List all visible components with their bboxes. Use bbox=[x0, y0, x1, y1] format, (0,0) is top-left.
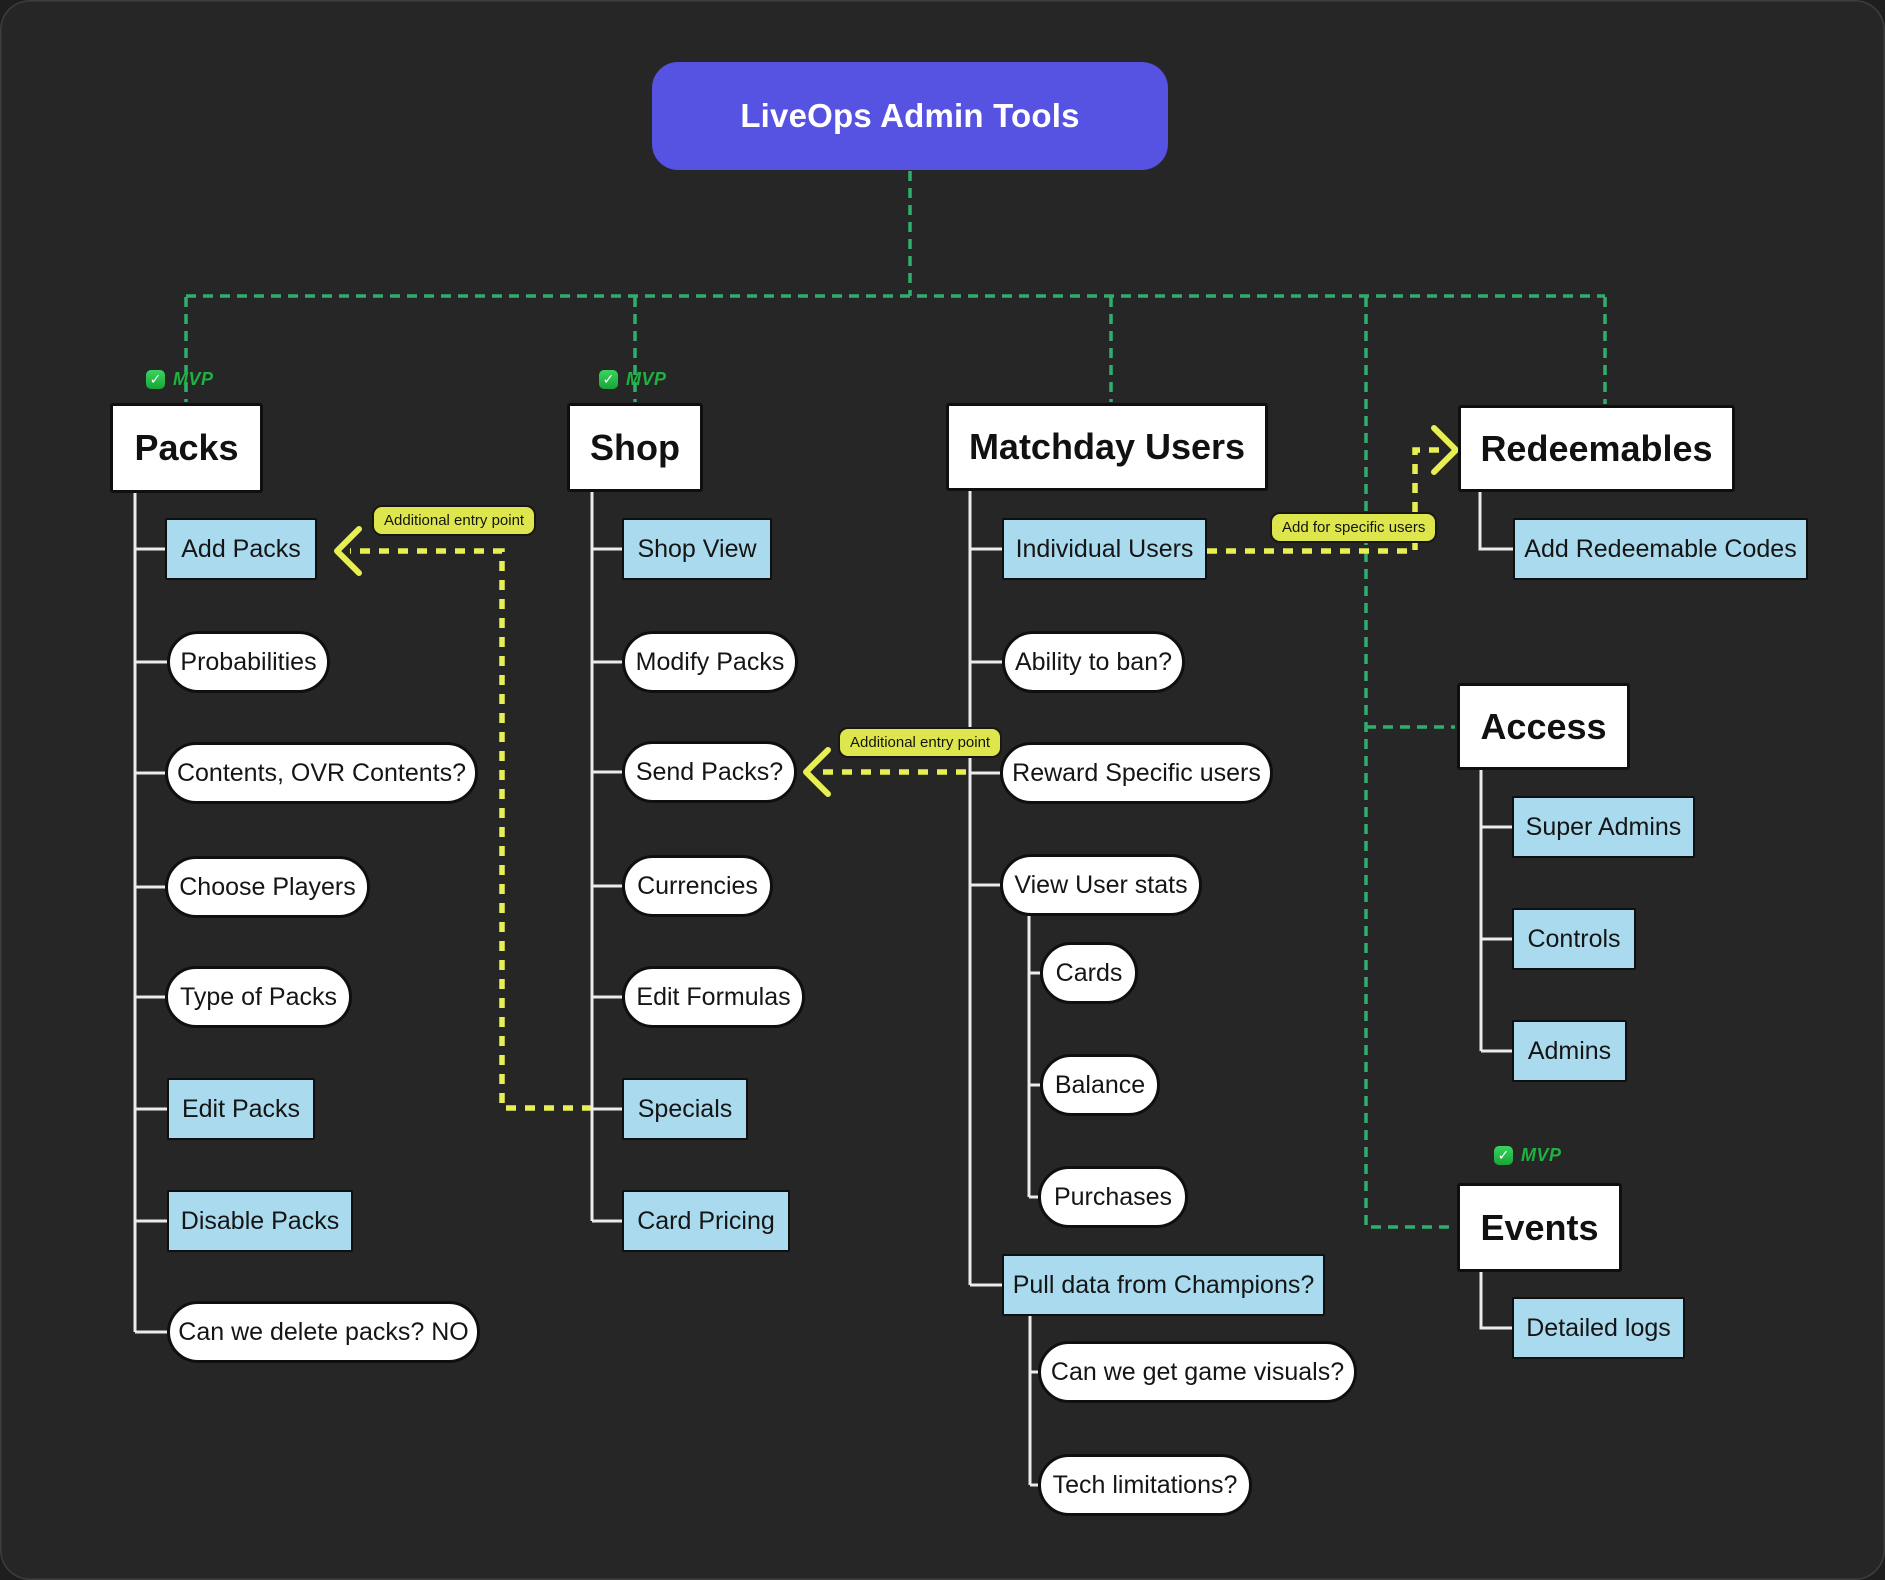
balance-node[interactable]: Balance bbox=[1040, 1054, 1160, 1116]
mvp-badge-events[interactable]: ✓ MVP bbox=[1494, 1145, 1562, 1166]
specials-node[interactable]: Specials bbox=[622, 1078, 748, 1140]
group-header-redeemables[interactable]: Redeemables bbox=[1458, 405, 1735, 492]
mvp-badge-label: MVP bbox=[1521, 1145, 1562, 1165]
mvp-check-icon: ✓ bbox=[1494, 1146, 1513, 1165]
modify-packs-node[interactable]: Modify Packs bbox=[622, 631, 798, 693]
cards-node[interactable]: Cards bbox=[1040, 942, 1138, 1004]
disable-packs-node[interactable]: Disable Packs bbox=[167, 1190, 353, 1252]
card-pricing-node[interactable]: Card Pricing bbox=[622, 1190, 790, 1252]
admins-node[interactable]: Admins bbox=[1512, 1020, 1627, 1082]
purchases-node[interactable]: Purchases bbox=[1038, 1166, 1188, 1228]
detailed-logs-node[interactable]: Detailed logs bbox=[1512, 1297, 1685, 1359]
mvp-badge-label: MVP bbox=[626, 369, 667, 389]
yellow-arrowhead-icon-2 bbox=[1431, 425, 1459, 475]
add-specific-users-label[interactable]: Add for specific users bbox=[1270, 512, 1438, 543]
group-header-access[interactable]: Access bbox=[1457, 683, 1630, 770]
group-header-events[interactable]: Events bbox=[1457, 1183, 1622, 1272]
contents-ovr-contents-node[interactable]: Contents, OVR Contents? bbox=[165, 742, 478, 804]
super-admins-node[interactable]: Super Admins bbox=[1512, 796, 1695, 858]
currencies-node[interactable]: Currencies bbox=[622, 855, 773, 917]
mvp-badge-packs[interactable]: ✓ MVP bbox=[146, 369, 214, 390]
pull-data-from-champions-node[interactable]: Pull data from Champions? bbox=[1002, 1254, 1325, 1316]
can-we-get-game-visuals-node[interactable]: Can we get game visuals? bbox=[1038, 1341, 1357, 1403]
edit-formulas-node[interactable]: Edit Formulas bbox=[622, 966, 805, 1028]
type-of-packs-node[interactable]: Type of Packs bbox=[165, 966, 352, 1028]
add-redeemable-codes-node[interactable]: Add Redeemable Codes bbox=[1513, 518, 1808, 580]
view-user-stats-node[interactable]: View User stats bbox=[1000, 854, 1202, 916]
group-header-packs[interactable]: Packs bbox=[110, 403, 263, 493]
choose-players-node[interactable]: Choose Players bbox=[165, 856, 370, 918]
yellow-arrowhead-icon-0 bbox=[334, 526, 362, 576]
group-header-shop[interactable]: Shop bbox=[567, 403, 703, 492]
entry-point-shop-label[interactable]: Additional entry point bbox=[838, 727, 1003, 758]
mvp-check-icon: ✓ bbox=[599, 370, 618, 389]
root-node-liveops-admin-tools[interactable]: LiveOps Admin Tools bbox=[652, 62, 1168, 170]
ability-to-ban-node[interactable]: Ability to ban? bbox=[1002, 631, 1185, 693]
can-we-delete-packs-no-node[interactable]: Can we delete packs? NO bbox=[167, 1301, 480, 1363]
probabilities-node[interactable]: Probabilities bbox=[167, 631, 330, 693]
individual-users-node[interactable]: Individual Users bbox=[1002, 518, 1207, 580]
mvp-badge-label: MVP bbox=[173, 369, 214, 389]
controls-node[interactable]: Controls bbox=[1512, 908, 1636, 970]
green-dashed-connector-6 bbox=[1364, 297, 1455, 1229]
yellow-arrowhead-icon-1 bbox=[803, 747, 831, 797]
mvp-badge-shop[interactable]: ✓ MVP bbox=[599, 369, 667, 390]
group-header-matchday-users[interactable]: Matchday Users bbox=[946, 403, 1268, 491]
edit-packs-node[interactable]: Edit Packs bbox=[167, 1078, 315, 1140]
add-packs-node[interactable]: Add Packs bbox=[165, 518, 317, 580]
reward-specific-users-node[interactable]: Reward Specific users bbox=[1000, 742, 1273, 804]
send-packs-node[interactable]: Send Packs? bbox=[622, 741, 797, 803]
tree-connector-30 bbox=[1478, 492, 1513, 551]
entry-point-packs-label[interactable]: Additional entry point bbox=[372, 505, 537, 536]
shop-view-node[interactable]: Shop View bbox=[622, 518, 772, 580]
yellow-dashed-connector-2 bbox=[1207, 447, 1444, 554]
tech-limitations-node[interactable]: Tech limitations? bbox=[1038, 1454, 1252, 1516]
mvp-check-icon: ✓ bbox=[146, 370, 165, 389]
yellow-dashed-connector-0 bbox=[350, 548, 592, 1111]
tree-connector-35 bbox=[1479, 1272, 1512, 1330]
